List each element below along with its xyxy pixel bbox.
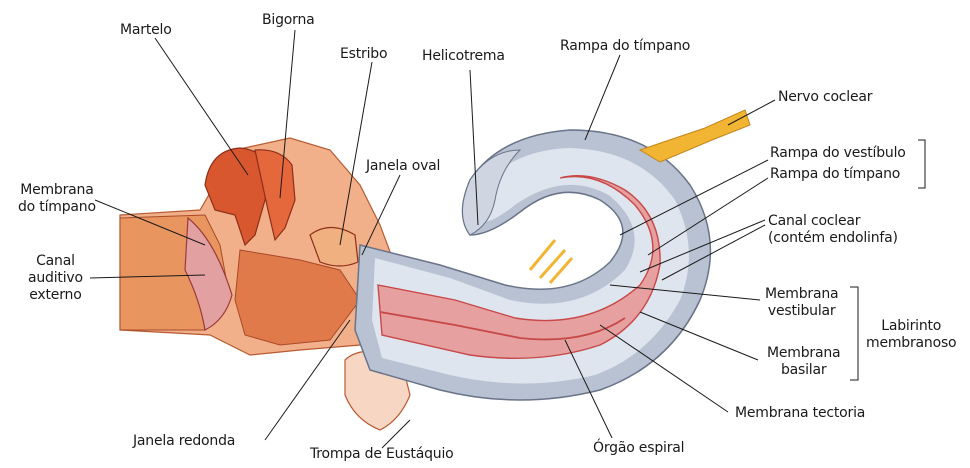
label-janela-redonda: Janela redonda xyxy=(133,433,235,450)
label-trompa-eustaquio: Trompa de Eustáquio xyxy=(310,446,454,463)
label-membrana-vestibular: Membrana vestibular xyxy=(765,286,838,320)
label-rampa-timpano-right: Rampa do tímpano xyxy=(770,166,900,183)
label-membrana-basilar: Membrana basilar xyxy=(767,345,840,379)
label-membrana-tectoria: Membrana tectoria xyxy=(735,405,865,422)
label-bigorna: Bigorna xyxy=(262,12,315,29)
label-rampa-timpano-top: Rampa do tímpano xyxy=(560,38,690,55)
label-helicotrema: Helicotrema xyxy=(422,48,505,65)
label-janela-oval: Janela oval xyxy=(366,158,440,175)
label-martelo: Martelo xyxy=(120,22,172,39)
cochlear-nerve-fibers xyxy=(530,240,572,283)
label-membrana-timpano: Membrana do tímpano xyxy=(18,182,96,216)
cochlear-nerve xyxy=(640,110,750,162)
label-nervo-coclear: Nervo coclear xyxy=(778,89,872,106)
label-estribo: Estribo xyxy=(340,46,387,63)
label-rampa-vestibulo: Rampa do vestíbulo xyxy=(770,145,906,162)
label-labirinto-membranoso: Labirinto membranoso xyxy=(866,318,956,352)
label-canal-auditivo: Canal auditivo externo xyxy=(28,253,83,304)
label-canal-coclear: Canal coclear (contém endolinfa) xyxy=(768,213,898,247)
label-orgao-espiral: Órgão espiral xyxy=(593,440,684,457)
